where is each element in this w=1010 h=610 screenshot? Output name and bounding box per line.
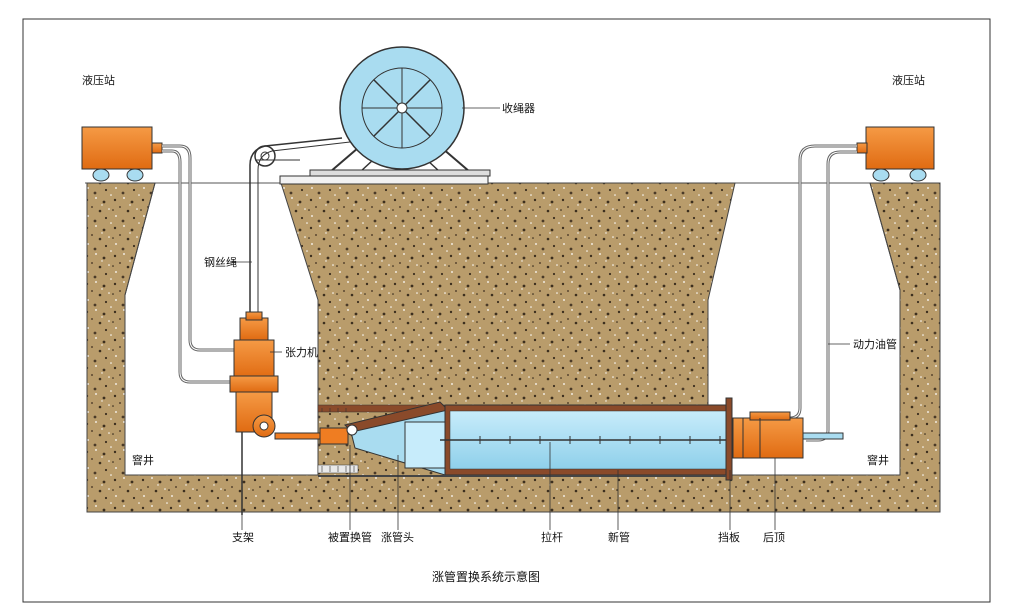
diagram-caption: 涨管置换系统示意图 — [432, 569, 540, 584]
pit-left-outline — [124, 182, 318, 476]
old-pipe-ribs — [321, 408, 355, 472]
label-wire-rope: 钢丝绳 — [204, 255, 237, 269]
label-winch: 收绳器 — [502, 101, 535, 115]
label-old-pipe: 被置换管 — [328, 530, 372, 544]
label-pit-left: 窨井 — [132, 453, 154, 467]
pull-coupling — [319, 427, 349, 445]
expander-head-bolt — [346, 424, 358, 436]
hose-right-1 — [780, 144, 857, 420]
pulley-wheel — [254, 145, 300, 167]
winch-base-plate — [279, 175, 489, 185]
hose-left-2-core — [162, 150, 238, 383]
leader-lines — [232, 107, 850, 530]
soil-center — [280, 182, 736, 409]
wire-rope-line — [249, 137, 343, 320]
hose-right-2-core — [806, 151, 857, 441]
baffle-plate — [725, 397, 733, 481]
rear-jack-rod — [802, 432, 844, 440]
pipe-trench-floor — [318, 475, 726, 477]
label-rear-jack: 后顶 — [763, 531, 785, 544]
hose-right-1-core — [780, 145, 857, 419]
label-pit-right: 窨井 — [867, 453, 889, 467]
label-hydraulic-left: 液压站 — [82, 73, 115, 87]
label-expander-head: 涨管头 — [381, 530, 414, 544]
tensioner-machine — [229, 311, 279, 438]
label-tensioner: 张力机 — [285, 345, 318, 359]
label-hydraulic-right: 液压站 — [892, 73, 925, 87]
expander-head-body — [404, 421, 448, 469]
pit-right-outline — [726, 182, 901, 476]
pull-rod-joints — [479, 436, 721, 444]
hydraulic-station-right — [856, 126, 935, 182]
label-new-pipe: 新管 — [608, 530, 630, 544]
label-power-hose: 动力油管 — [853, 337, 897, 351]
hydraulic-station-left — [81, 126, 163, 182]
frame-border — [22, 18, 991, 603]
hose-right-2 — [806, 150, 857, 442]
hose-left-1-core — [162, 145, 238, 351]
wire-rope-line-2 — [257, 141, 351, 320]
rear-jack — [732, 411, 804, 459]
label-baffle: 挡板 — [718, 530, 740, 544]
winch — [309, 46, 491, 177]
label-support: 支架 — [232, 531, 254, 544]
label-pull-rod: 拉杆 — [541, 530, 563, 544]
